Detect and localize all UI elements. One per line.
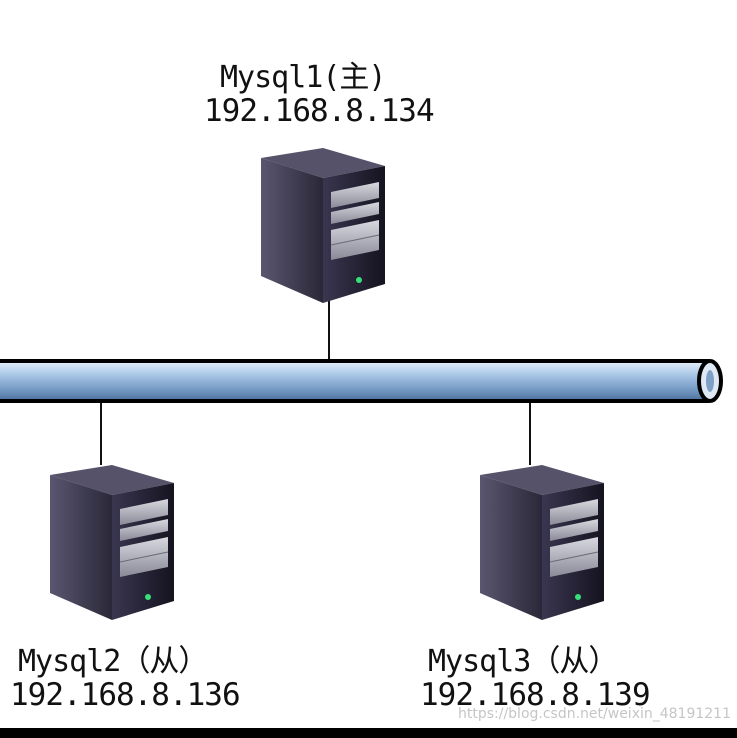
bottom-border [0, 728, 737, 738]
node-name-mysql2: Mysql2（从） [18, 644, 208, 679]
server-icon-mysql3 [479, 464, 605, 621]
node-ip-mysql1: 192.168.8.134 [204, 93, 435, 129]
server-icon-mysql2 [49, 464, 175, 621]
node-name-mysql1: Mysql1(主) [220, 60, 386, 95]
node-name-mysql3: Mysql3（从） [428, 644, 618, 679]
watermark: https://blog.csdn.net/weixin_48191211 [457, 706, 731, 722]
node-ip-mysql2: 192.168.8.136 [10, 677, 241, 713]
server-icon-mysql1 [260, 147, 386, 304]
node-ip-mysql3: 192.168.8.139 [420, 677, 651, 713]
network-bus [0, 359, 723, 403]
